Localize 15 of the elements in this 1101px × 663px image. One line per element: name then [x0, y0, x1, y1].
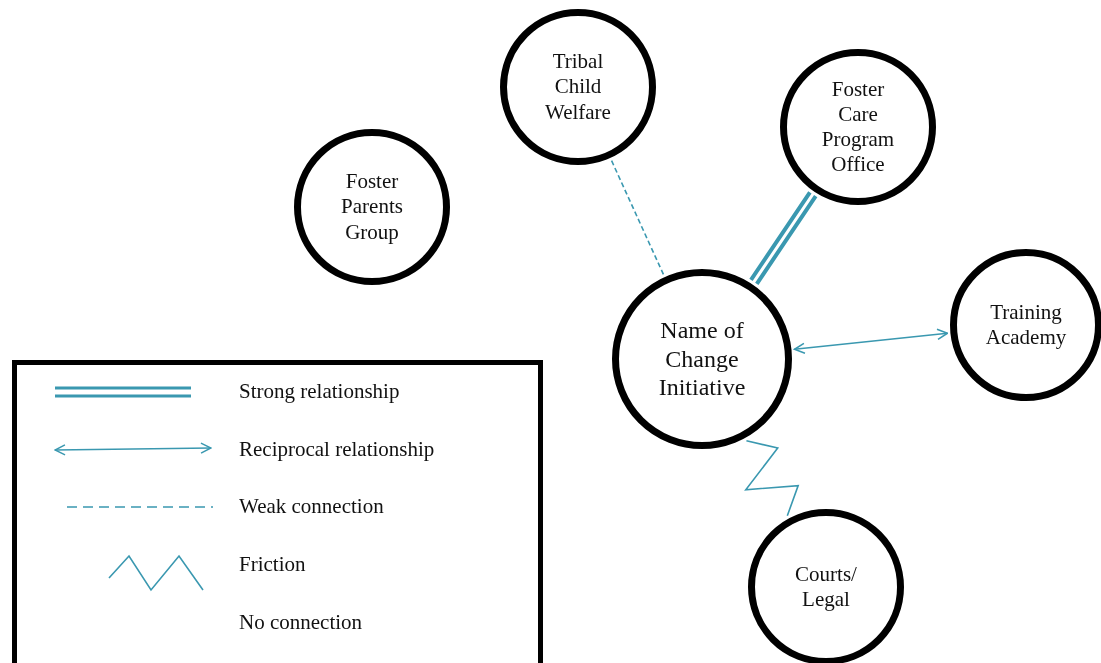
- legend-label: No connection: [239, 610, 363, 635]
- node-label: Training Academy: [984, 299, 1068, 351]
- legend-label: Reciprocal relationship: [239, 437, 435, 462]
- legend-label: Weak connection: [239, 494, 384, 519]
- double-headed-arrow: [793, 328, 949, 354]
- legend-label: Strong relationship: [239, 379, 400, 404]
- node-label: Foster Care Program Office: [820, 76, 896, 178]
- node-label: Foster Parents Group: [340, 169, 404, 245]
- node-label: Courts/ Legal: [794, 561, 858, 613]
- dashed-line: [610, 159, 665, 276]
- zigzag-line: [744, 439, 800, 517]
- node-label: Tribal Child Welfare: [544, 49, 612, 125]
- double-line: [749, 190, 818, 286]
- legend-label: Friction: [239, 552, 306, 577]
- node-label: Name of Change Initiative: [657, 315, 747, 403]
